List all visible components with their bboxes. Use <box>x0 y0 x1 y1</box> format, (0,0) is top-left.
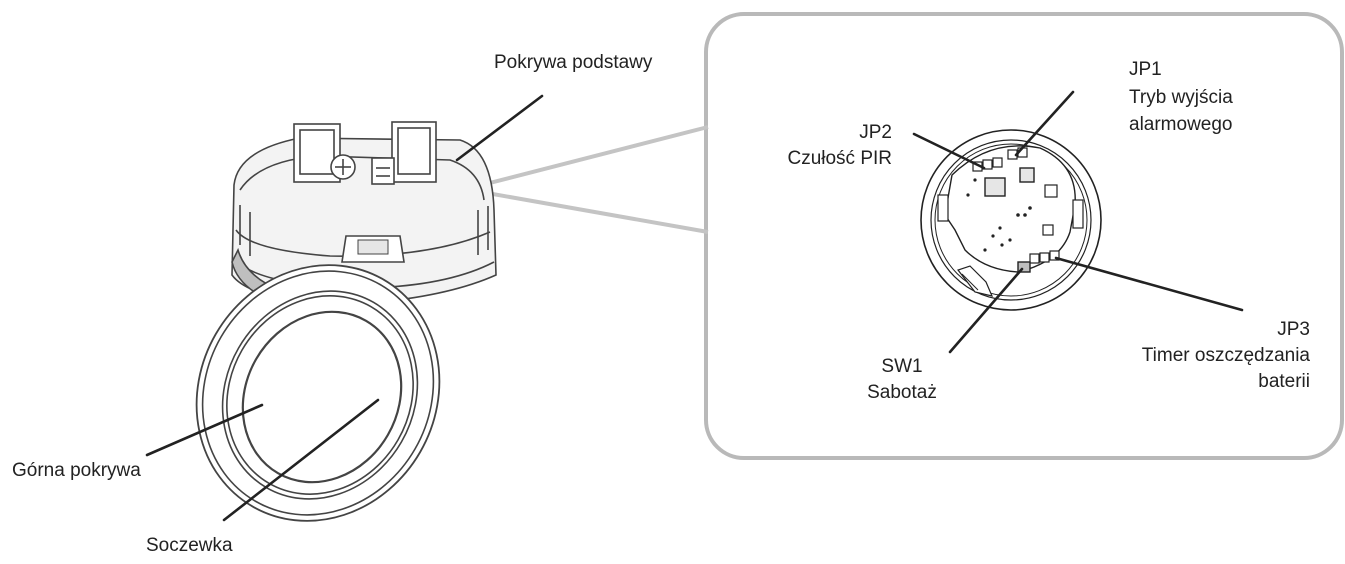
zoom-connector <box>469 125 709 234</box>
label-sw1-desc: Sabotaż <box>867 382 937 403</box>
label-top-cover: Górna pokrywa <box>12 460 141 481</box>
jp3-jumper <box>1029 253 1040 264</box>
label-jp1-desc-2: alarmowego <box>1129 114 1233 135</box>
label-jp2-desc: Czułość PIR <box>787 148 892 169</box>
leader-jp1 <box>1014 90 1075 157</box>
leader-lines <box>145 90 1244 522</box>
sw1-switch <box>1017 261 1031 273</box>
label-lens: Soczewka <box>146 535 233 556</box>
pcb-detail <box>920 129 1102 311</box>
label-jp1-desc-1: Tryb wyjścia <box>1129 87 1233 108</box>
leader-top-cover <box>145 403 264 457</box>
label-sw1-title: SW1 <box>881 356 922 377</box>
leader-base-cover <box>455 94 544 162</box>
leader-sw1 <box>948 267 1024 354</box>
label-base-cover: Pokrywa podstawy <box>494 52 653 73</box>
label-jp2-title: JP2 <box>859 122 892 143</box>
motion-sensor-device <box>195 121 497 522</box>
label-jp3-desc-1: Timer oszczędzania <box>1142 345 1311 366</box>
leader-jp2 <box>912 132 986 170</box>
lens <box>241 310 403 484</box>
label-jp3-desc-2: baterii <box>1258 371 1310 392</box>
leader-lens <box>222 398 380 522</box>
leader-jp3 <box>1054 256 1244 312</box>
label-jp1-title: JP1 <box>1129 59 1162 80</box>
pcb-dots <box>966 178 1032 252</box>
label-jp3-title: JP3 <box>1277 319 1310 340</box>
